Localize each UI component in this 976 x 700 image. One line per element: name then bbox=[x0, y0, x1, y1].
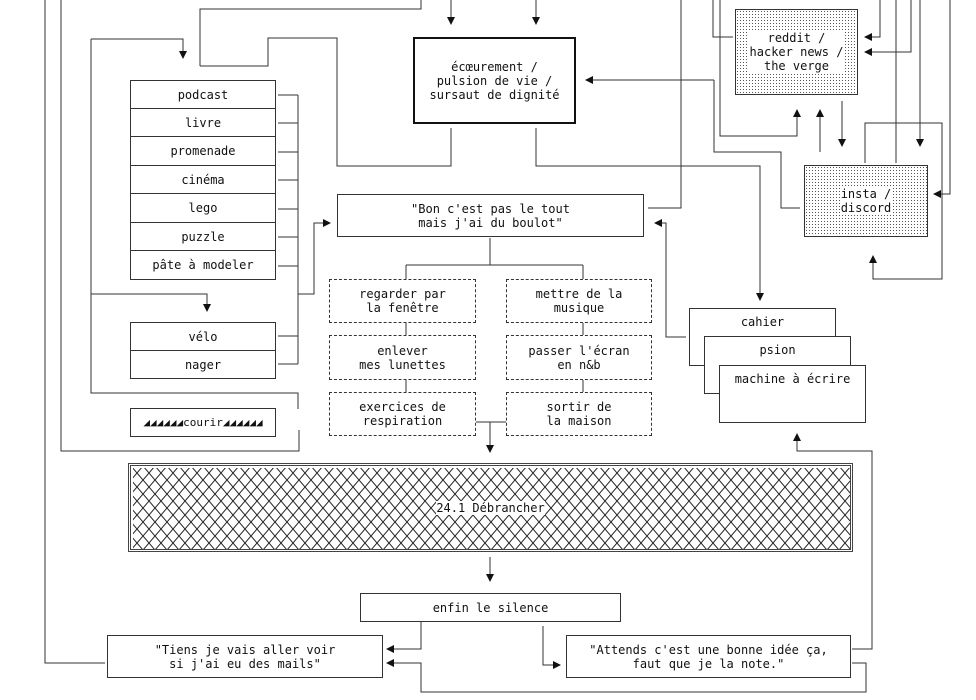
activity-item[interactable]: podcast bbox=[130, 80, 276, 109]
wire-top-1 bbox=[199, 0, 422, 66]
wire-silence-to-mails bbox=[386, 621, 422, 653]
wire-reddit-left bbox=[712, 0, 733, 38]
insta-node[interactable]: insta / discord bbox=[804, 165, 928, 237]
wire-to-work bbox=[298, 219, 331, 295]
wire-central-left bbox=[200, 37, 452, 167]
work-node-label: "Bon c'est pas le tout mais j'ai du boul… bbox=[411, 201, 570, 230]
wire-options-tree bbox=[405, 238, 584, 279]
run-item[interactable]: ◢◢◢◢◢◢courir◢◢◢◢◢◢ bbox=[130, 408, 276, 437]
wire-to-sports bbox=[91, 293, 211, 312]
wire-activities-frame bbox=[90, 39, 299, 409]
option-node[interactable]: mettre de la musique bbox=[506, 279, 652, 323]
chapter-title: 24.1 Débrancher bbox=[436, 500, 545, 515]
wire-idea-to-mails bbox=[386, 659, 867, 693]
wire-options-links bbox=[405, 323, 584, 392]
wire-reddit-in-1 bbox=[864, 0, 881, 41]
central-node-label: écœurement / pulsion de vie / sursaut de… bbox=[429, 59, 560, 102]
central-node[interactable]: écœurement / pulsion de vie / sursaut de… bbox=[413, 37, 576, 124]
insta-node-label: insta / discord bbox=[839, 187, 893, 215]
note-item[interactable]: machine à écrire bbox=[719, 365, 866, 423]
activity-item[interactable]: lego bbox=[130, 193, 276, 223]
wire-silence-to-idea bbox=[542, 626, 561, 669]
activity-item[interactable]: promenade bbox=[130, 136, 276, 166]
option-node[interactable]: regarder par la fenêtre bbox=[329, 279, 476, 323]
sport-item[interactable]: vélo bbox=[130, 322, 276, 351]
wire-to-notes bbox=[535, 128, 764, 301]
idea-node[interactable]: "Attends c'est une bonne idée ça, faut q… bbox=[566, 635, 851, 678]
chapter-banner[interactable]: 24.1 Débrancher bbox=[128, 463, 853, 552]
option-node[interactable]: sortir de la maison bbox=[506, 392, 652, 436]
wire-mails-loop bbox=[44, 0, 105, 664]
option-node[interactable]: enlever mes lunettes bbox=[329, 335, 476, 380]
activity-item[interactable]: livre bbox=[130, 108, 276, 137]
reddit-node[interactable]: reddit / hacker news / the verge bbox=[735, 9, 858, 95]
wire-insta-right bbox=[933, 0, 951, 198]
work-node[interactable]: "Bon c'est pas le tout mais j'ai du boul… bbox=[337, 194, 644, 237]
wire-activity-ticks bbox=[278, 94, 298, 365]
activity-item[interactable]: pâte à modeler bbox=[130, 250, 276, 280]
wire-left-2 bbox=[60, 0, 300, 452]
reddit-node-label: reddit / hacker news / the verge bbox=[748, 31, 845, 73]
option-node[interactable]: passer l'écran en n&b bbox=[506, 335, 652, 380]
wire-idea-to-notes bbox=[793, 433, 873, 650]
option-node[interactable]: exercices de respiration bbox=[329, 392, 476, 436]
wire-to-chapter bbox=[476, 421, 506, 452]
wire-reddit-up-1 bbox=[719, 0, 801, 137]
wire-to-activities bbox=[91, 38, 187, 59]
sport-item[interactable]: nager bbox=[130, 350, 276, 379]
silence-node[interactable]: enfin le silence bbox=[360, 593, 621, 622]
wire-notes-to-work bbox=[654, 219, 686, 338]
mails-node[interactable]: "Tiens je vais aller voir si j'ai eu des… bbox=[107, 635, 383, 678]
wire-insta-loop bbox=[864, 122, 943, 280]
wire-insta-left bbox=[713, 80, 800, 209]
wire-work-up bbox=[648, 0, 682, 209]
activity-item[interactable]: cinéma bbox=[130, 165, 276, 194]
activity-item[interactable]: puzzle bbox=[130, 222, 276, 251]
wire-reddit-in-2 bbox=[864, 0, 912, 56]
